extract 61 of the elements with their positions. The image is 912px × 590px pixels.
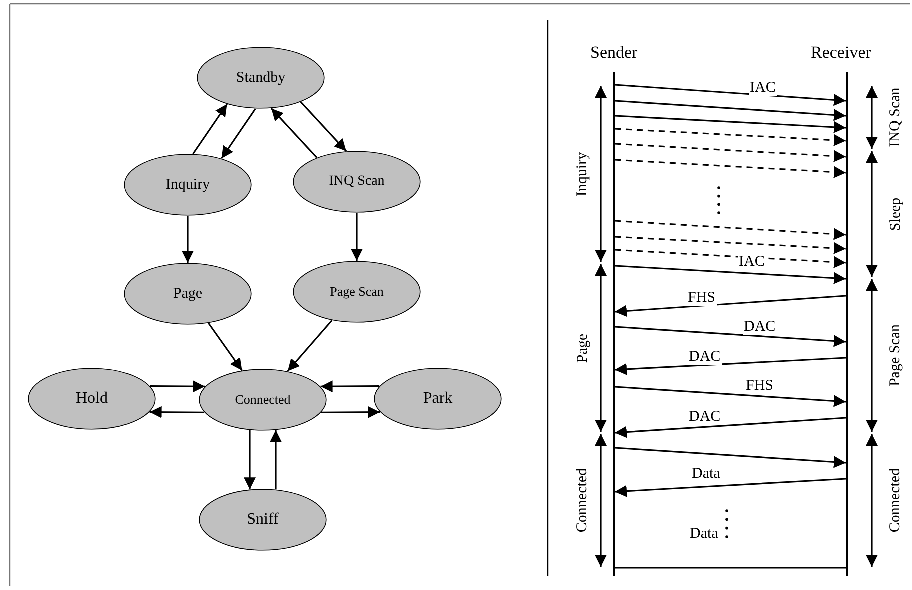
edge-label: DAC — [688, 410, 722, 424]
arrow — [614, 357, 846, 376]
edge-label: IAC — [749, 80, 777, 96]
state-ellipse: Connected — [199, 369, 327, 431]
arrow — [614, 386, 846, 408]
edge-label: Data — [691, 466, 722, 482]
dashed-arrow — [614, 249, 846, 268]
phase-label: Connected — [888, 468, 904, 532]
arrow — [614, 447, 846, 468]
arrow — [320, 380, 380, 393]
lifeline-title: Receiver — [811, 44, 872, 60]
arrow — [208, 322, 243, 372]
phase-label: Page — [576, 333, 591, 363]
arrow — [244, 430, 256, 490]
edge-label: IAC — [738, 254, 766, 270]
arrow — [614, 478, 846, 498]
arrow — [182, 216, 194, 263]
state-ellipse: Inquiry — [124, 154, 252, 216]
arrow — [300, 102, 348, 152]
arrow — [614, 84, 846, 106]
phase-label: Sleep — [888, 197, 904, 231]
arrow — [614, 115, 846, 134]
phase-label: INQ Scan — [888, 87, 904, 147]
arrow — [221, 108, 256, 160]
phase-label: Page Scan — [888, 324, 904, 386]
arrow — [270, 108, 318, 158]
lifeline — [613, 72, 615, 576]
arrow — [321, 406, 380, 418]
edge-label: FHS — [687, 290, 717, 306]
state-ellipse: Hold — [28, 368, 156, 430]
arrow — [192, 104, 228, 155]
state-ellipse: INQ Scan — [293, 151, 421, 213]
dashed-arrow — [614, 220, 846, 240]
state-ellipse: Page Scan — [293, 261, 421, 323]
state-ellipse: Standby — [197, 47, 325, 109]
arrow — [614, 295, 846, 318]
arrow — [614, 417, 846, 438]
dashed-arrow — [614, 159, 846, 178]
edge-label: DAC — [688, 350, 722, 364]
lifeline — [846, 72, 848, 576]
edge-label: FHS — [745, 378, 775, 394]
phase-label: Inquiry — [576, 152, 591, 196]
dashed-arrow — [614, 236, 846, 254]
state-ellipse: Park — [374, 368, 502, 430]
lifeline-title: Sender — [590, 44, 638, 60]
arrow — [150, 380, 206, 393]
state-ellipse: Sniff — [199, 489, 327, 551]
message-label: Data — [690, 526, 718, 542]
dashed-arrow — [614, 143, 846, 162]
arrow — [614, 265, 846, 284]
arrow — [270, 430, 282, 490]
arrow — [150, 406, 205, 418]
arrow — [287, 320, 333, 372]
arrow — [351, 213, 363, 261]
line — [615, 567, 846, 569]
phase-label: Connected — [576, 468, 591, 532]
dashed-arrow — [614, 128, 846, 146]
state-ellipse: Page — [124, 263, 252, 325]
arrow — [614, 100, 846, 122]
edge-label: DAC — [743, 320, 777, 334]
arrow — [614, 326, 846, 348]
